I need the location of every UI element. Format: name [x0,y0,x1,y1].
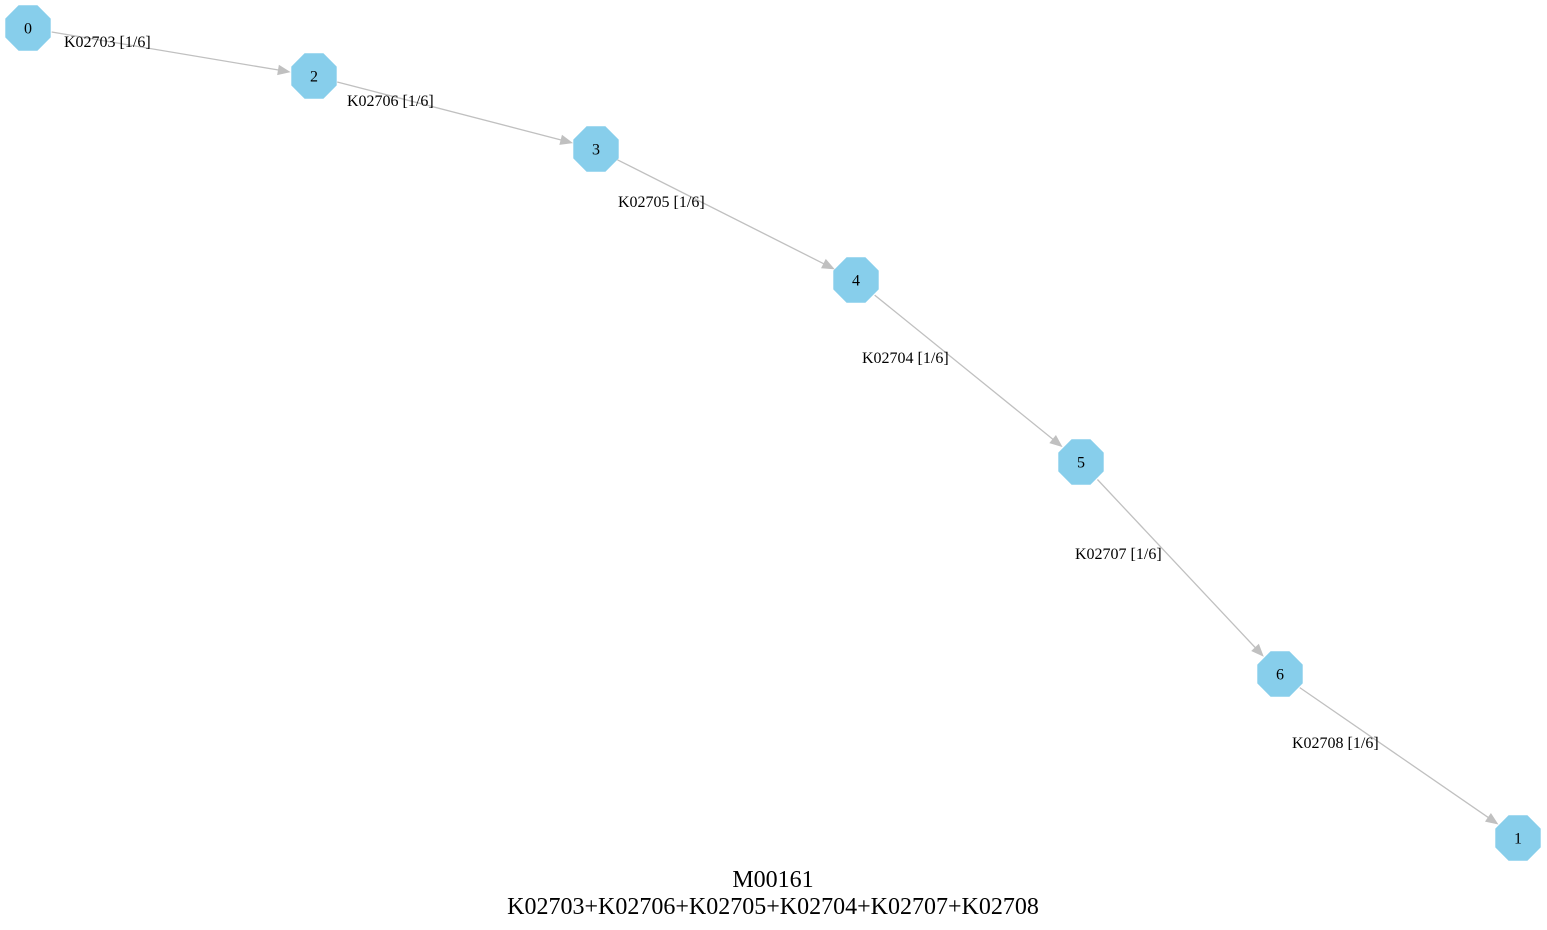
edges-layer: K02703 [1/6] K02706 [1/6] K02705 [1/6] K027… [51,31,1499,825]
edge-label: K02705 [1/6] [618,194,705,211]
edge-0-to-2: K02703 [1/6] [51,31,291,76]
nodes-layer: 0 2 3 4 5 6 1 [5,5,1541,861]
node-4: 4 [833,257,879,303]
edge-3-to-4: K02705 [1/6] [617,159,835,270]
node-3: 3 [573,126,619,172]
octagon-node-shape [833,257,879,303]
diagram-subtitle: K02703+K02706+K02705+K02704+K02707+K0270… [507,894,1039,920]
node-label: 4 [852,273,860,290]
node-1: 1 [1495,815,1541,861]
edge-line [1299,687,1489,819]
node-label: 2 [310,69,318,86]
edge-line [337,81,562,141]
octagon-node-shape [1257,651,1303,697]
arrowhead-icon [821,258,835,270]
arrowhead-icon [277,64,291,76]
octagon-node-shape [291,53,337,99]
node-label: 3 [592,142,600,159]
node-label: 1 [1514,831,1522,848]
edge-line [1096,479,1256,649]
edge-5-to-6: K02707 [1/6] [1075,479,1264,657]
node-2: 2 [291,53,337,99]
edge-label: K02706 [1/6] [347,93,434,110]
edge-label: K02707 [1/6] [1075,546,1162,563]
octagon-node-shape [5,5,51,51]
node-5: 5 [1058,439,1104,485]
diagram-title: M00161 [732,867,813,893]
edge-line [874,294,1054,440]
edge-label: K02703 [1/6] [64,34,151,51]
arrowhead-icon [1484,812,1499,825]
node-0: 0 [5,5,51,51]
node-label: 6 [1276,667,1284,684]
node-6: 6 [1257,651,1303,697]
node-label: 5 [1077,455,1085,472]
octagon-node-shape [1495,815,1541,861]
edge-label: K02704 [1/6] [862,350,949,367]
edge-label: K02708 [1/6] [1292,735,1379,752]
edge-line [617,159,825,265]
octagon-node-shape [1058,439,1104,485]
edge-6-to-1: K02708 [1/6] [1292,687,1499,825]
arrowhead-icon [1251,643,1264,657]
node-label: 0 [24,21,32,38]
edge-line [51,31,279,71]
arrowhead-icon [1049,434,1063,448]
edge-4-to-5: K02704 [1/6] [862,294,1063,448]
arrowhead-icon [559,134,574,145]
octagon-node-shape [573,126,619,172]
edge-2-to-3: K02706 [1/6] [337,81,574,145]
